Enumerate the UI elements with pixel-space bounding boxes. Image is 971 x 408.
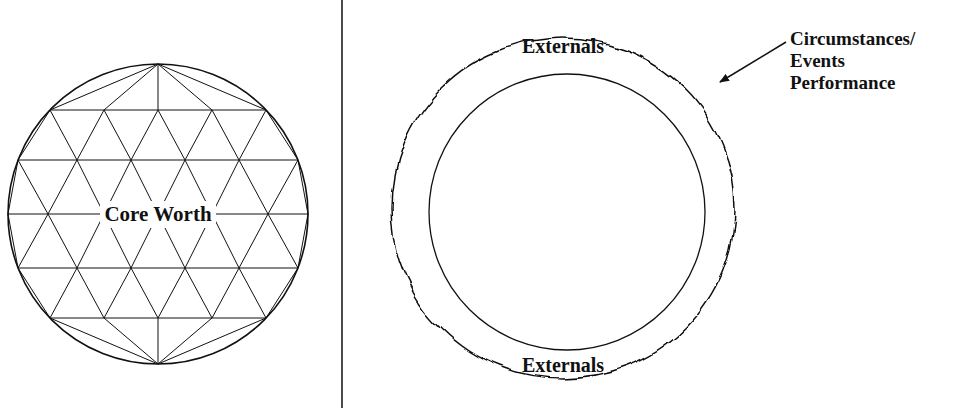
region-label: Externals — [387, 35, 739, 58]
externals-outline — [387, 33, 739, 383]
region-label: Externals — [387, 354, 739, 377]
callout-label: Circumstances/ Events Performance — [790, 28, 940, 94]
core-circle: Core Worth — [8, 64, 308, 364]
externals-blob: ExternalsExternals — [387, 33, 739, 383]
leader-arrow — [720, 42, 786, 82]
core-label: Core Worth — [100, 201, 215, 228]
divider-line — [341, 0, 343, 408]
